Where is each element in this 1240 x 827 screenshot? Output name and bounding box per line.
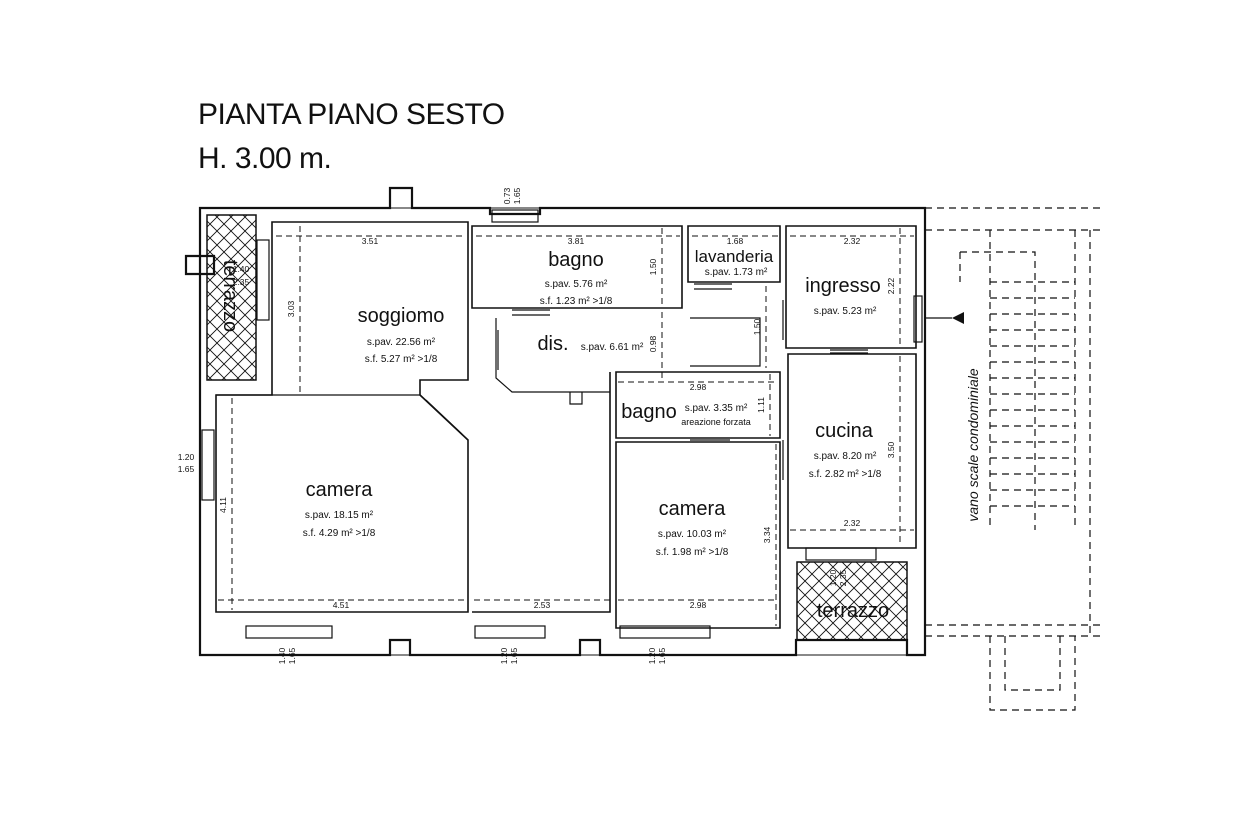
room-labels: soggiomo s.pav. 22.56 m² s.f. 5.27 m² >1… xyxy=(303,247,882,558)
dimension-label: 2.53 xyxy=(534,600,551,610)
dimension-label: 3.50 xyxy=(886,441,896,458)
room-sf: s.f. 1.23 m² >1/8 xyxy=(540,296,613,307)
terrazzo-right: terrazzo xyxy=(796,561,908,641)
room-name: camera xyxy=(306,479,374,501)
window-mark: 1.65 xyxy=(178,464,195,474)
room-name: ingresso xyxy=(805,275,881,297)
room-name: dis. xyxy=(537,333,568,355)
room-name: bagno xyxy=(621,401,677,423)
terrazzo-left: terrazzo xyxy=(206,214,257,381)
window-mark: 2.35 xyxy=(233,277,250,287)
plan-title: PIANTA PIANO SESTO xyxy=(198,98,505,131)
dimension-label: 3.51 xyxy=(362,236,379,246)
room-area: s.pav. 1.73 m² xyxy=(705,267,768,278)
dimension-label: 2.98 xyxy=(690,600,707,610)
window-mark: 1.20 xyxy=(499,647,509,664)
windows xyxy=(201,209,923,639)
dimension-label: 0.98 xyxy=(648,335,658,352)
room-sf: s.f. 1.98 m² >1/8 xyxy=(656,547,729,558)
window-mark: 1.40 xyxy=(233,264,250,274)
room-name: cucina xyxy=(815,420,874,442)
dimension-label: 2.98 xyxy=(690,382,707,392)
window-marks: 1.40 2.35 0.73 1.65 1.20 1.65 1.40 1.65 … xyxy=(178,187,848,664)
entry-arrow-icon xyxy=(952,312,964,324)
dimension-label: 3.03 xyxy=(286,300,296,317)
dimension-label: 4.11 xyxy=(218,497,228,513)
dimension-label: 2.22 xyxy=(886,277,896,294)
dimension-label: 2.32 xyxy=(844,236,861,246)
room-name: bagno xyxy=(548,249,604,271)
room-label: terrazzo xyxy=(219,260,241,332)
dimension-lines xyxy=(218,226,914,626)
dimension-label: 1.50 xyxy=(752,318,762,335)
room-area: s.pav. 18.15 m² xyxy=(305,510,374,521)
window-mark: 1.20 xyxy=(828,569,838,586)
room-label: terrazzo xyxy=(817,600,889,622)
window-mark: 1.20 xyxy=(647,647,657,664)
plan-height: H. 3.00 m. xyxy=(198,142,332,175)
dimension-label: 3.34 xyxy=(762,526,772,543)
dimension-label: 1.50 xyxy=(648,258,658,275)
dimension-label: 4.51 xyxy=(333,600,350,610)
room-area: s.pav. 5.76 m² xyxy=(545,279,608,290)
room-area: s.pav. 22.56 m² xyxy=(367,337,436,348)
window-mark: 1.65 xyxy=(657,647,667,664)
window-mark: 1.40 xyxy=(277,647,287,664)
window-mark: 1.65 xyxy=(287,647,297,664)
dimension-label: 2.32 xyxy=(844,518,861,528)
dimension-labels: 3.51 3.81 1.68 2.32 3.03 1.50 0.98 1.50 … xyxy=(218,236,896,610)
window-mark: 2.35 xyxy=(838,569,848,586)
room-area: s.pav. 6.61 m² xyxy=(581,342,644,353)
room-name: lavanderia xyxy=(695,247,774,266)
room-sf: s.f. 4.29 m² >1/8 xyxy=(303,528,376,539)
window-mark: 1.65 xyxy=(512,187,522,204)
room-area: s.pav. 5.23 m² xyxy=(814,306,877,317)
room-area: s.pav. 3.35 m² xyxy=(685,403,748,414)
stairwell: vano scale condominiale xyxy=(925,207,1105,711)
room-area: s.pav. 10.03 m² xyxy=(658,529,727,540)
stair-label: vano scale condominiale xyxy=(965,368,981,522)
window-mark: 1.65 xyxy=(509,647,519,664)
window-mark: 0.73 xyxy=(502,187,512,204)
room-sf: s.f. 2.82 m² >1/8 xyxy=(809,469,882,480)
dimension-label: 1.11 xyxy=(756,397,766,413)
dimension-label: 3.81 xyxy=(568,236,585,246)
room-area: s.pav. 8.20 m² xyxy=(814,451,877,462)
room-sf: s.f. 5.27 m² >1/8 xyxy=(365,354,438,365)
window-mark: 1.20 xyxy=(178,452,195,462)
room-name: soggiomo xyxy=(358,305,445,327)
room-note: areazione forzata xyxy=(681,417,751,427)
doors xyxy=(419,283,868,480)
dimension-label: 1.68 xyxy=(727,236,744,246)
room-name: camera xyxy=(659,498,727,520)
